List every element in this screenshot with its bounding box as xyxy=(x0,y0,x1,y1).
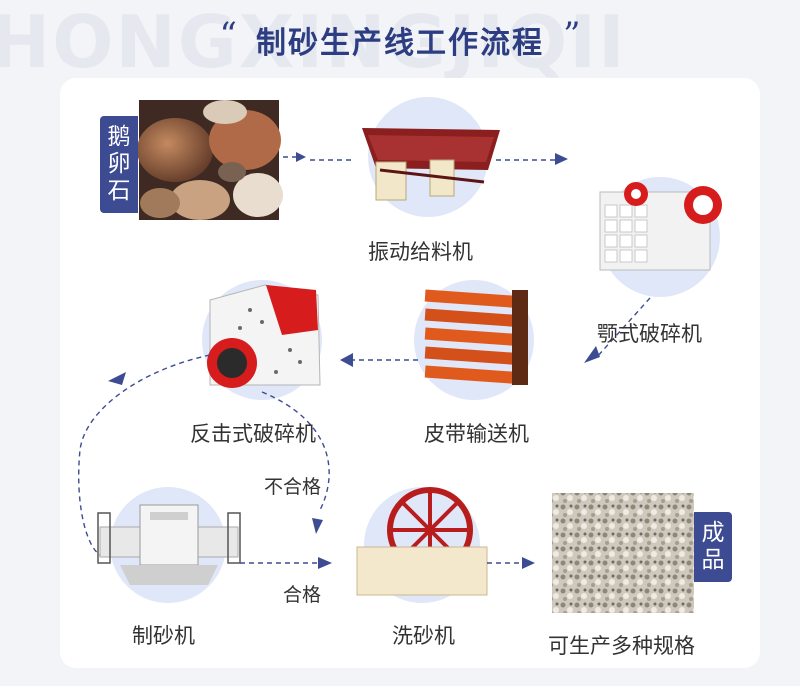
label-impact: 反击式破碎机 xyxy=(190,422,316,446)
sand-washer-image xyxy=(356,487,488,596)
arrow-impact-sandmaker xyxy=(78,354,211,556)
sand-maker-image xyxy=(97,504,241,585)
label-washer: 洗砂机 xyxy=(392,624,455,648)
page-title: 制砂生产线工作流程 xyxy=(256,26,544,61)
label-pass: 合格 xyxy=(283,584,322,606)
input-tag: 鹅卵石 xyxy=(100,116,138,213)
watermark: HONGXINGJIQII xyxy=(0,0,627,84)
arrowhead-8 xyxy=(522,557,535,569)
arrow-jaw-belt xyxy=(595,297,651,359)
pebble-image xyxy=(137,100,283,220)
impact-crusher-image xyxy=(207,284,321,388)
connectors xyxy=(78,156,651,564)
jaw-crusher-image xyxy=(599,182,722,271)
arrowhead-1 xyxy=(296,152,306,162)
arrow-fail-loop xyxy=(261,391,330,511)
arrowhead-4 xyxy=(340,353,353,367)
label-sand-maker: 制砂机 xyxy=(132,624,195,648)
label-jaw: 颚式破碎机 xyxy=(597,322,702,346)
arrowhead-5 xyxy=(108,372,126,385)
belt-conveyor-image xyxy=(424,289,528,385)
label-feeder: 振动给料机 xyxy=(368,240,473,264)
arrowhead-3 xyxy=(584,346,600,363)
input-tag-text: 鹅卵石 xyxy=(107,124,131,204)
open-quote-icon: “ xyxy=(219,15,237,55)
label-fail: 不合格 xyxy=(264,476,322,498)
label-belt: 皮带输送机 xyxy=(424,422,529,446)
arrowheads xyxy=(108,152,600,569)
title-bar: “ 制砂生产线工作流程 ” xyxy=(0,18,800,62)
arrowhead-6 xyxy=(312,518,323,534)
arrowhead-7 xyxy=(318,557,332,569)
sand-product-image xyxy=(552,493,694,613)
output-tag: 成品 xyxy=(694,512,732,582)
label-product: 可生产多种规格 xyxy=(548,634,695,658)
close-quote-icon: ” xyxy=(563,15,581,55)
output-tag-text: 成品 xyxy=(701,520,725,573)
arrowhead-2 xyxy=(555,153,568,165)
feeder-image xyxy=(362,128,500,201)
